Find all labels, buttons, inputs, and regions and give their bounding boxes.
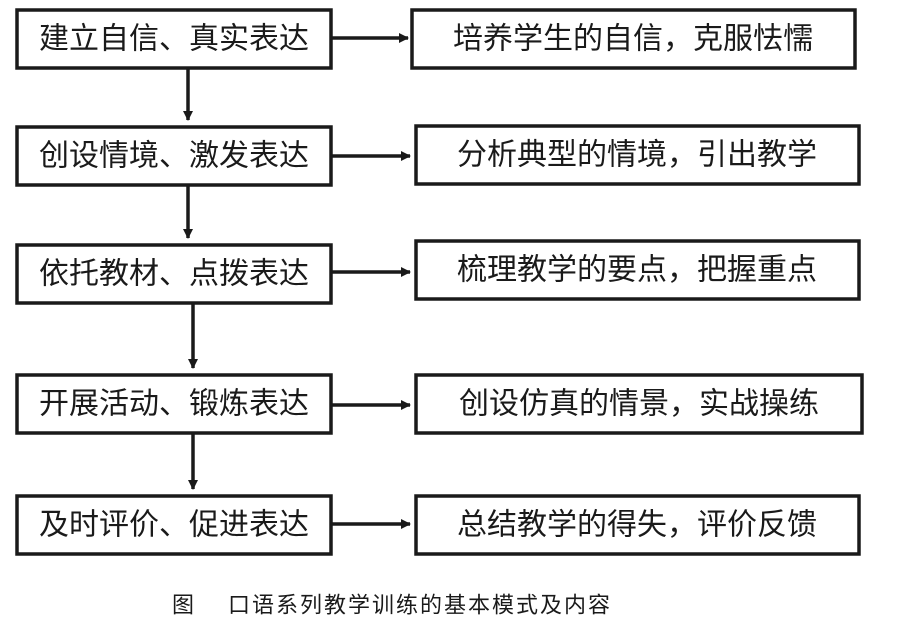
outcome-label-4: 创设仿真的情景，实战操练 bbox=[459, 387, 819, 422]
step-label-5: 及时评价、促进表达 bbox=[39, 508, 309, 543]
outcome-label-3: 梳理教学的要点，把握重点 bbox=[457, 253, 817, 288]
outcome-label-2: 分析典型的情境，引出教学 bbox=[457, 138, 817, 173]
outcome-box-1 bbox=[410, 8, 857, 70]
outcome-label-1: 培养学生的自信，克服怯懦 bbox=[453, 22, 813, 57]
caption-prefix: 图 bbox=[172, 594, 196, 619]
caption-title: 口语系列教学训练的基本模式及内容 bbox=[228, 594, 612, 619]
step-box-3 bbox=[15, 243, 333, 305]
outcome-box-3 bbox=[414, 239, 861, 301]
step-label-1: 建立自信、真实表达 bbox=[39, 22, 309, 57]
step-label-4: 开展活动、锻炼表达 bbox=[39, 387, 309, 422]
step-label-3: 依托教材、点拨表达 bbox=[39, 257, 309, 292]
outcome-box-4 bbox=[414, 373, 864, 435]
outcome-box-2 bbox=[414, 124, 861, 186]
outcome-label-5: 总结教学的得失，评价反馈 bbox=[457, 508, 817, 543]
outcome-box-5 bbox=[414, 494, 861, 556]
step-label-2: 创设情境、激发表达 bbox=[39, 139, 309, 174]
